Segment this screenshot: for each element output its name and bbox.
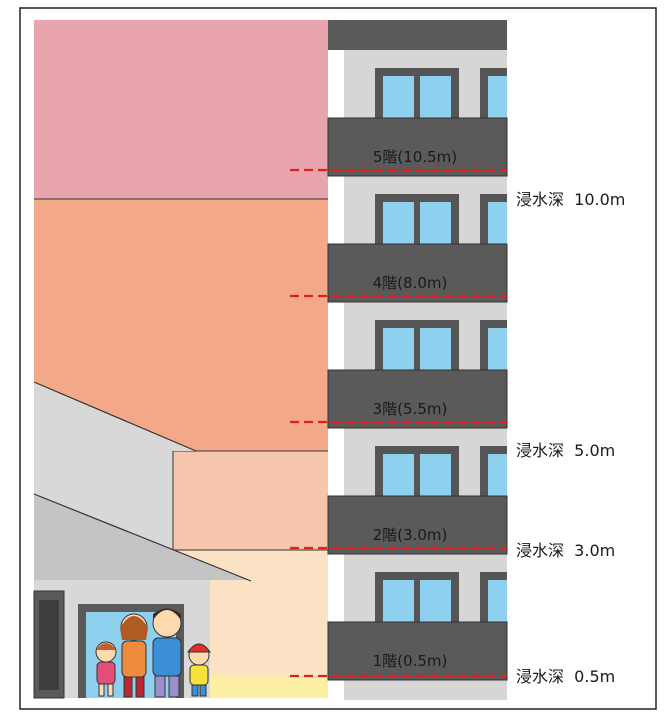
- floor-label-5: 5階(10.5m): [373, 148, 457, 166]
- boy-figure: [187, 643, 211, 697]
- window-row: [375, 446, 507, 498]
- girl-figure: [95, 641, 117, 697]
- floor-label-2: 2階(3.0m): [373, 526, 448, 544]
- depth-label-3m: 浸水深 3.0m: [516, 541, 615, 560]
- apartment-building: [327, 20, 508, 700]
- depth-label-5m: 浸水深 5.0m: [516, 441, 615, 460]
- man-figure: [152, 608, 182, 698]
- window-row: [375, 572, 507, 624]
- floor-label-4: 4階(8.0m): [373, 274, 448, 292]
- balcony: [327, 369, 508, 429]
- floor-labels: 5階(10.5m) 4階(8.0m) 3階(5.5m) 2階(3.0m) 1階(…: [373, 148, 457, 670]
- level-lines: [290, 168, 507, 678]
- window-row: [375, 194, 507, 246]
- floor-label-3: 3階(5.5m): [373, 400, 448, 418]
- family-illustration: [95, 608, 211, 698]
- balcony: [327, 117, 508, 177]
- ground-strip: [210, 676, 328, 698]
- depth-labels: 浸水深 10.0m 浸水深 5.0m 浸水深 3.0m 浸水深 0.5m: [516, 190, 625, 686]
- woman-figure: [120, 613, 148, 698]
- flood-band-10m: [34, 20, 328, 199]
- floor-label-1: 1階(0.5m): [373, 652, 448, 670]
- balcony: [327, 243, 508, 303]
- window-row: [375, 320, 507, 372]
- balcony: [327, 621, 508, 681]
- building-roof: [328, 20, 507, 50]
- depth-label-10m: 浸水深 10.0m: [516, 190, 625, 209]
- depth-label-0_5m: 浸水深 0.5m: [516, 667, 615, 686]
- window-row: [375, 68, 507, 120]
- balcony: [327, 495, 508, 555]
